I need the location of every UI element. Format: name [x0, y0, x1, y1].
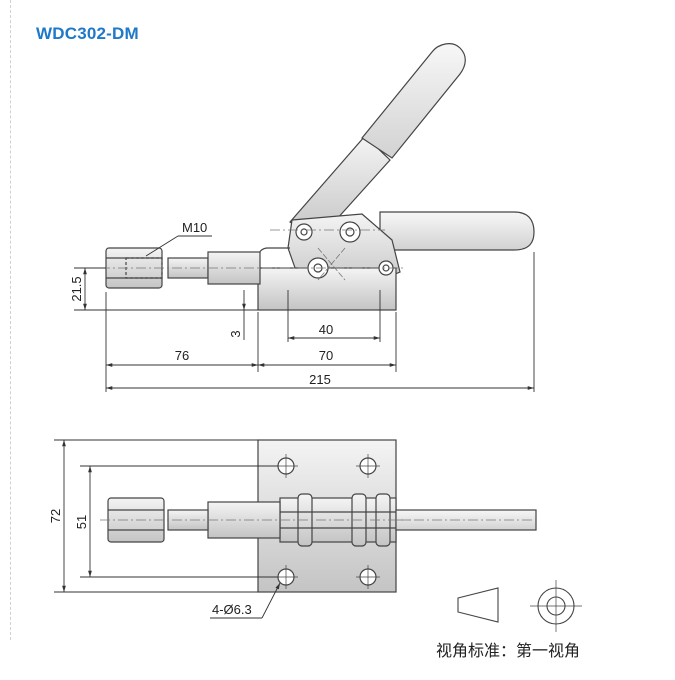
side-view-dimensions — [74, 235, 535, 392]
cone-front-icon — [530, 580, 582, 632]
side-view-dim-labels: M10 21.5 3 40 76 70 215 — [69, 220, 333, 387]
label-width-72: 72 — [48, 509, 63, 523]
label-len-70: 70 — [319, 348, 333, 363]
label-len-76: 76 — [175, 348, 189, 363]
model-title: WDC302-DM — [36, 24, 139, 43]
projection-symbol — [457, 580, 582, 632]
label-thread: M10 — [182, 220, 207, 235]
plan-view-dim-labels: 72 51 4-Ø6.3 — [48, 509, 252, 617]
base-block — [257, 267, 397, 311]
label-offset-3: 3 — [228, 330, 243, 337]
plan-view-dimensions — [54, 439, 281, 619]
side-view — [100, 43, 535, 311]
label-holes: 4-Ø6.3 — [212, 602, 252, 617]
plan-view — [100, 439, 537, 593]
handle-arm — [289, 43, 466, 241]
label-base-40: 40 — [319, 322, 333, 337]
label-height-21-5: 21.5 — [69, 276, 84, 301]
projection-standard-text: 视角标准：第一视角 — [436, 642, 580, 660]
pivot-pin-2 — [339, 221, 361, 243]
cone-side-icon — [457, 587, 499, 623]
mounting-holes — [274, 454, 380, 589]
label-total-215: 215 — [309, 372, 331, 387]
left-border-line — [10, 0, 11, 640]
pivot-pin-1 — [295, 223, 313, 241]
horizontal-bar — [379, 211, 535, 251]
label-width-51: 51 — [74, 515, 89, 529]
